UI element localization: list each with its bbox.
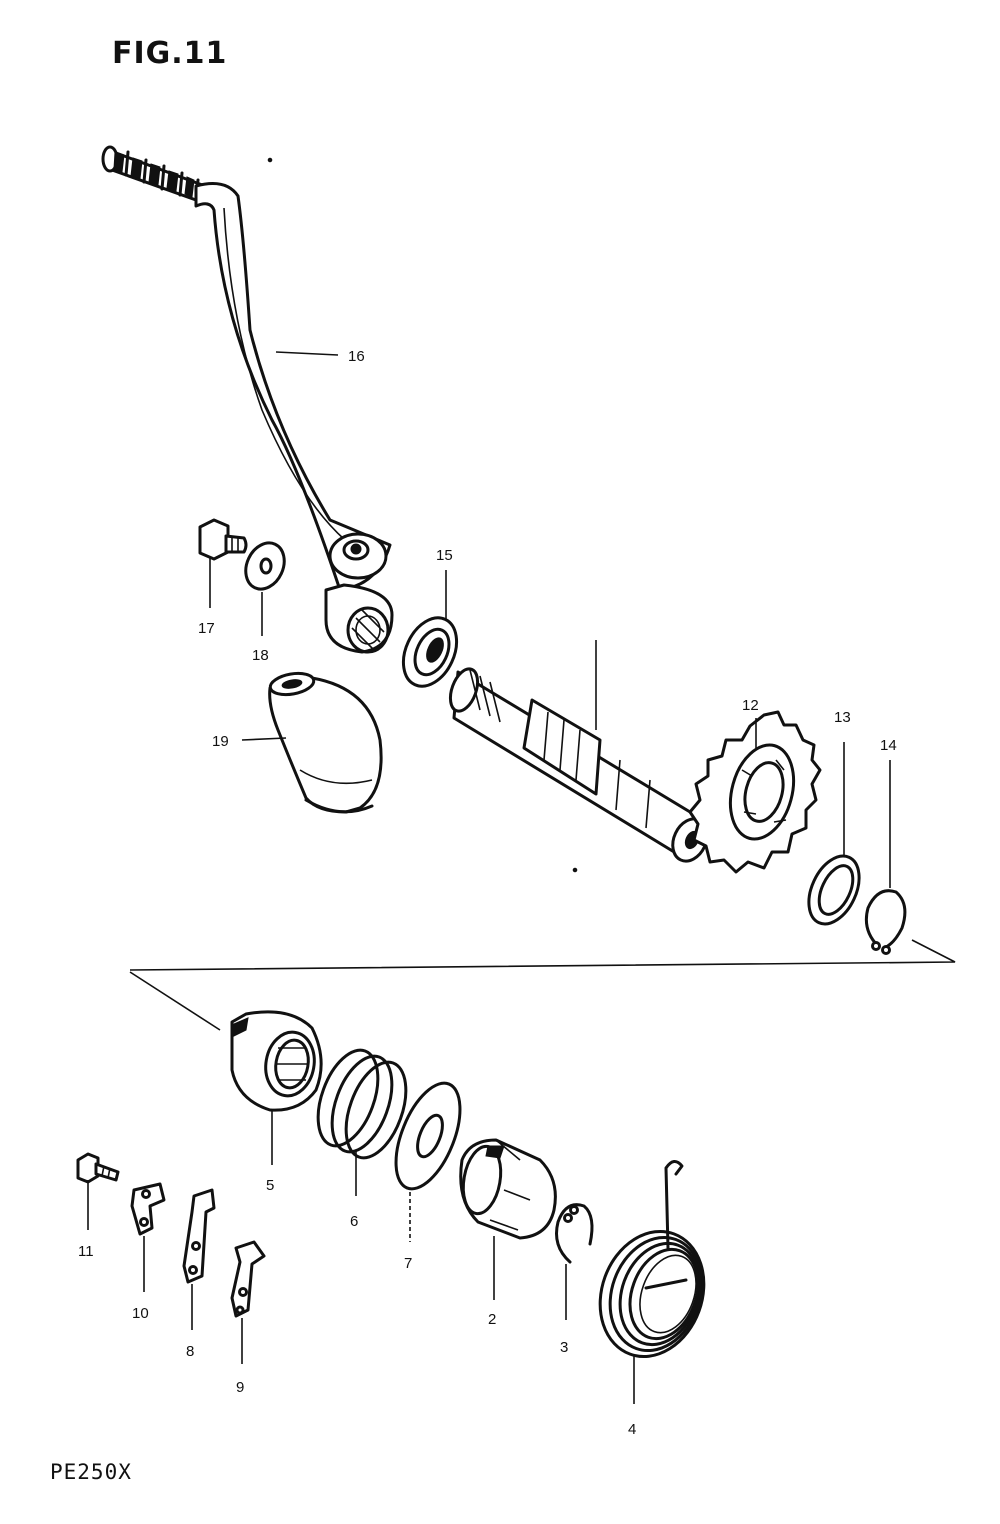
kick-guide-5-part [230, 1010, 323, 1112]
lever-grip [101, 145, 212, 207]
callout-6: 6 [350, 1213, 358, 1230]
callout-15: 15 [436, 547, 453, 564]
assembly-reference-line [129, 939, 956, 971]
callout-12: 12 [742, 697, 759, 714]
callout-4: 4 [628, 1421, 636, 1438]
leader-19 [241, 737, 287, 741]
callout-19: 19 [212, 733, 229, 750]
speck [267, 157, 273, 163]
callout-18: 18 [252, 647, 269, 664]
gear-12-part [688, 710, 822, 874]
boot-19-part [268, 671, 383, 814]
stopper-plate-8-part [182, 1188, 216, 1284]
bolt-11-part [76, 1152, 120, 1184]
callout-10: 10 [132, 1305, 149, 1322]
kick-shaft-part [448, 667, 709, 863]
circlip-14-part [864, 889, 907, 955]
bolt-17-part [198, 518, 248, 561]
callout-14: 14 [880, 737, 897, 754]
callout-13: 13 [834, 709, 851, 726]
spring-6-part [316, 1048, 408, 1160]
callout-16: 16 [348, 348, 365, 365]
washer-13-part [807, 854, 861, 926]
figure-title: FIG.11 [112, 36, 228, 71]
oil-seal-15-part [401, 616, 459, 688]
callout-3: 3 [560, 1339, 568, 1356]
ratchet-2-part [459, 1138, 557, 1240]
assembly-reference-line-left [129, 971, 221, 1031]
callout-11: 11 [78, 1243, 94, 1260]
kick-lever-part [101, 145, 394, 654]
callout-5: 5 [266, 1177, 274, 1194]
plate-10-part [130, 1182, 166, 1236]
return-spring-4-part [598, 1160, 706, 1359]
circlip-3-part [555, 1203, 594, 1264]
callout-8: 8 [186, 1343, 194, 1360]
model-code: PE250X [50, 1460, 132, 1484]
callout-2: 2 [488, 1311, 496, 1328]
callout-17: 17 [198, 620, 215, 637]
washer-7-part [394, 1081, 462, 1191]
callout-9: 9 [236, 1379, 244, 1396]
leader-16 [275, 351, 339, 356]
stopper-9-part [230, 1240, 266, 1318]
callout-7: 7 [404, 1255, 412, 1272]
speck [572, 867, 578, 873]
washer-18-part [244, 541, 286, 591]
